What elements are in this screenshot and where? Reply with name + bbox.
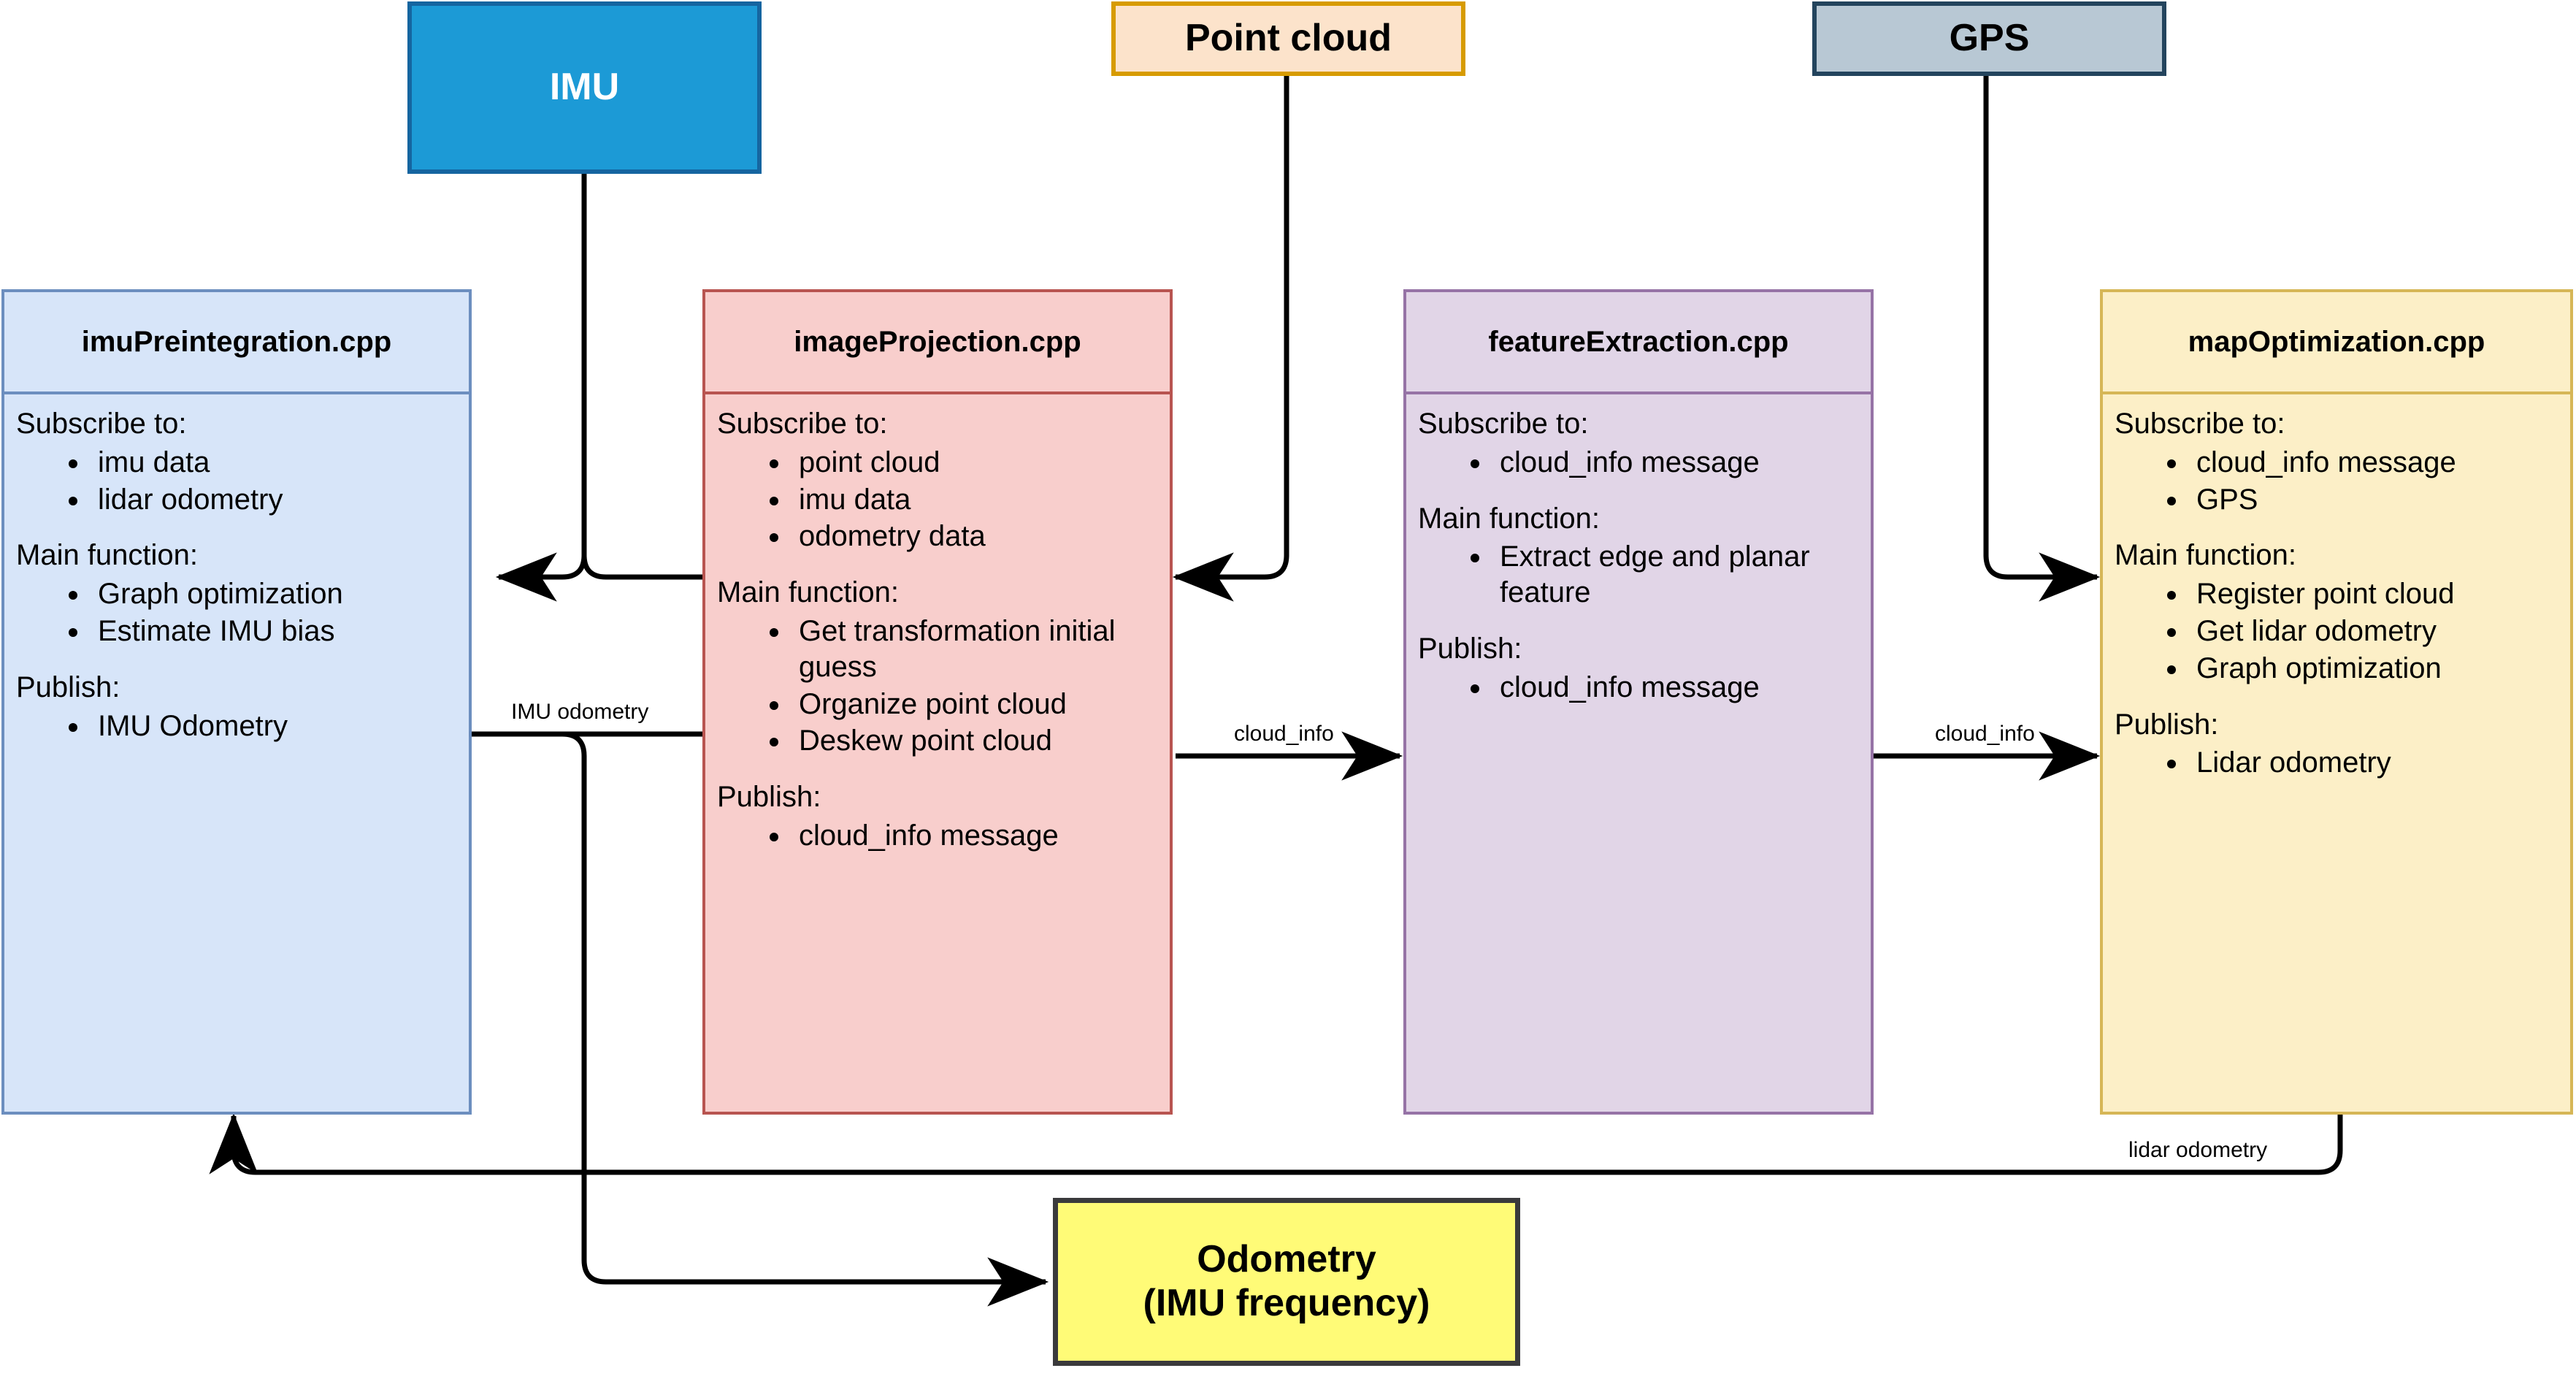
section-heading: Publish: bbox=[717, 781, 821, 814]
section-heading: Publish: bbox=[16, 671, 120, 703]
module-body-map-optimization: Subscribe to: cloud_info message GPS Mai… bbox=[2103, 394, 2570, 781]
source-label-gps: GPS bbox=[1949, 17, 2030, 60]
section-heading: Publish: bbox=[2115, 708, 2219, 741]
edge-label-cloud-info-2: cloud_info bbox=[1935, 722, 2035, 746]
list-item: cloud_info message bbox=[2189, 445, 2570, 481]
module-title-imu-preintegration: imuPreintegration.cpp bbox=[4, 292, 469, 394]
section-list: Lidar odometry bbox=[2103, 745, 2570, 781]
output-node-odometry[interactable]: Odometry (IMU frequency) bbox=[1053, 1198, 1520, 1366]
edge-imu-to-imupreintegration bbox=[495, 174, 587, 602]
section-heading: Subscribe to: bbox=[2115, 408, 2285, 440]
source-node-point-cloud[interactable]: Point cloud bbox=[1111, 1, 1465, 76]
edge-gps-to-mapoptimization bbox=[1983, 76, 2101, 602]
list-item: Graph optimization bbox=[2189, 651, 2570, 687]
list-item: Register point cloud bbox=[2189, 576, 2570, 612]
module-node-imu-preintegration[interactable]: imuPreintegration.cpp Subscribe to: imu … bbox=[1, 289, 472, 1115]
module-node-image-projection[interactable]: imageProjection.cpp Subscribe to: point … bbox=[702, 289, 1173, 1115]
module-title-image-projection: imageProjection.cpp bbox=[705, 292, 1170, 394]
edge-lidar-odometry-feedback bbox=[209, 1112, 2343, 1175]
section-list: Extract edge and planar feature bbox=[1406, 539, 1871, 611]
section-list: cloud_info message bbox=[1406, 670, 1871, 706]
list-item: imu data bbox=[791, 482, 1170, 518]
section-list: point cloud imu data odometry data bbox=[705, 445, 1170, 554]
module-node-feature-extraction[interactable]: featureExtraction.cpp Subscribe to: clou… bbox=[1403, 289, 1874, 1115]
section-list: cloud_info message GPS bbox=[2103, 445, 2570, 518]
module-body-image-projection: Subscribe to: point cloud imu data odome… bbox=[705, 394, 1170, 854]
section-heading: Main function: bbox=[16, 539, 199, 572]
section-list: Graph optimization Estimate IMU bias bbox=[4, 576, 469, 649]
section-heading: Main function: bbox=[717, 576, 900, 609]
section-list: Get transformation initial guess Organiz… bbox=[705, 614, 1170, 759]
source-node-imu[interactable]: IMU bbox=[407, 1, 762, 174]
edge-pointcloud-to-imageprojection bbox=[1172, 76, 1289, 602]
edge-label-lidar-odometry: lidar odometry bbox=[2128, 1138, 2268, 1162]
edge-label-imu-odometry: IMU odometry bbox=[511, 700, 649, 724]
list-item: point cloud bbox=[791, 445, 1170, 481]
list-item: Graph optimization bbox=[91, 576, 469, 612]
module-title-map-optimization: mapOptimization.cpp bbox=[2103, 292, 2570, 394]
list-item: GPS bbox=[2189, 482, 2570, 518]
list-item: cloud_info message bbox=[791, 818, 1170, 854]
module-title-feature-extraction: featureExtraction.cpp bbox=[1406, 292, 1871, 394]
list-item: Get transformation initial guess bbox=[791, 614, 1155, 685]
list-item: lidar odometry bbox=[91, 482, 469, 518]
section-heading: Main function: bbox=[2115, 539, 2297, 572]
list-item: cloud_info message bbox=[1492, 445, 1871, 481]
list-item: Extract edge and planar feature bbox=[1492, 539, 1841, 611]
section-heading: Subscribe to: bbox=[1418, 408, 1589, 440]
section-list: cloud_info message bbox=[1406, 445, 1871, 481]
list-item: Lidar odometry bbox=[2189, 745, 2570, 781]
list-item: Get lidar odometry bbox=[2189, 614, 2570, 649]
source-node-gps[interactable]: GPS bbox=[1812, 1, 2166, 76]
list-item: Organize point cloud bbox=[791, 687, 1155, 722]
section-heading: Subscribe to: bbox=[717, 408, 888, 440]
section-list: cloud_info message bbox=[705, 818, 1170, 854]
module-body-feature-extraction: Subscribe to: cloud_info message Main fu… bbox=[1406, 394, 1871, 706]
section-list: imu data lidar odometry bbox=[4, 445, 469, 518]
section-list: IMU Odometry bbox=[4, 708, 469, 744]
list-item: Deskew point cloud bbox=[791, 723, 1155, 759]
section-heading: Publish: bbox=[1418, 632, 1522, 665]
list-item: Estimate IMU bias bbox=[91, 614, 469, 649]
list-item: IMU Odometry bbox=[91, 708, 469, 744]
source-label-point-cloud: Point cloud bbox=[1184, 17, 1392, 60]
section-heading: Main function: bbox=[1418, 502, 1601, 535]
list-item: cloud_info message bbox=[1492, 670, 1871, 706]
source-label-imu: IMU bbox=[549, 66, 620, 109]
module-node-map-optimization[interactable]: mapOptimization.cpp Subscribe to: cloud_… bbox=[2100, 289, 2573, 1115]
section-list: Register point cloud Get lidar odometry … bbox=[2103, 576, 2570, 686]
section-heading: Subscribe to: bbox=[16, 408, 187, 440]
output-label-odometry: Odometry (IMU frequency) bbox=[1143, 1238, 1430, 1324]
module-body-imu-preintegration: Subscribe to: imu data lidar odometry Ma… bbox=[4, 394, 469, 744]
list-item: imu data bbox=[91, 445, 469, 481]
edge-label-cloud-info-1: cloud_info bbox=[1234, 722, 1334, 746]
list-item: odometry data bbox=[791, 519, 1170, 554]
